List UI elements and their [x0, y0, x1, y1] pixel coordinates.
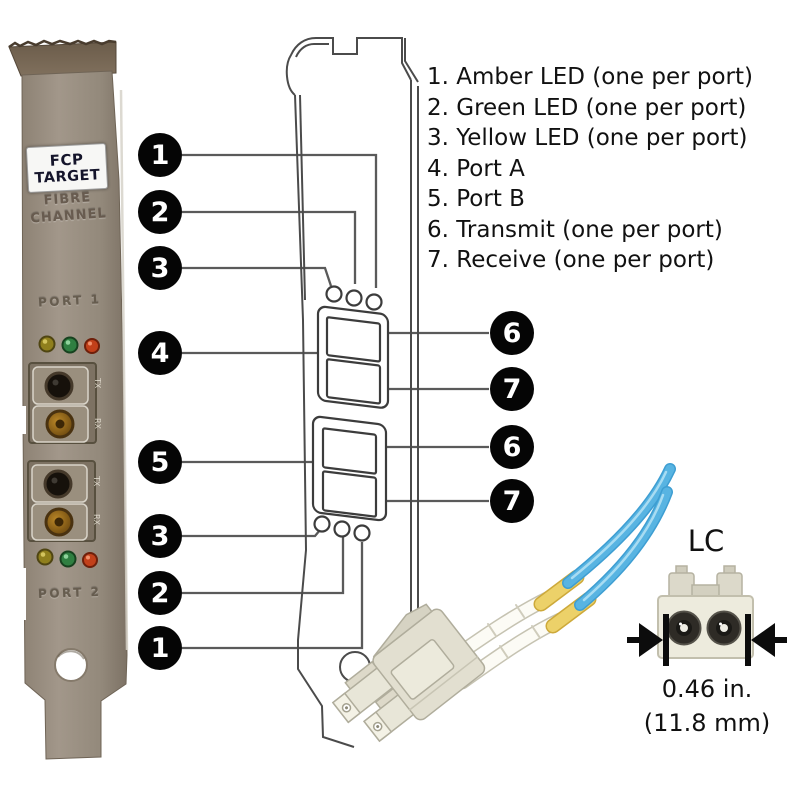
fiber-cable-illustration: [331, 463, 676, 743]
legend-item-green-led: 2. Green LED (one per port): [427, 94, 747, 121]
drawing-port-b: [311, 415, 388, 522]
cable-blue-1-highlight: [570, 470, 668, 580]
drawing-led-amber-bottom: [353, 524, 371, 542]
photo-led-amber-bottom: [36, 548, 54, 566]
callout-transmit-b: 6: [490, 425, 534, 469]
dimension-arrow-left-icon: [639, 623, 663, 657]
drawing-port-b-receive: [321, 470, 378, 518]
drawing-led-yellow-top: [325, 285, 343, 303]
bracket-photo-top-flange: [8, 41, 117, 77]
drawing-bracket-outline: [285, 37, 419, 748]
cable-blue-1: [563, 464, 675, 588]
leader-yellow-bottom: [182, 529, 321, 538]
bracket-photo-serrated-edge: [8, 39, 117, 49]
photo-port-b: TX RX: [27, 460, 101, 542]
leader-green-bottom: [182, 537, 345, 595]
drawing-port-a: [316, 305, 390, 409]
drawing-port-a-transmit: [325, 316, 382, 363]
photo-led-green-bottom: [59, 550, 77, 568]
drawing-port-b-transmit: [321, 427, 378, 475]
photo-led-red-bottom: [82, 552, 98, 568]
callout-port-b: 5: [138, 440, 182, 484]
cable-blue-2: [575, 487, 672, 610]
bracket-photo: TX RX TX RX: [8, 39, 129, 760]
drawing-led-amber-top: [365, 293, 383, 311]
callout-port-a: 4: [138, 331, 182, 375]
bracket-line-drawing: [182, 37, 489, 748]
lc-dimension-markers: [627, 614, 787, 666]
cable-plug-latch: [372, 603, 433, 658]
photo-led-red-top: [84, 338, 100, 354]
legend-item-amber-led: 1. Amber LED (one per port): [427, 64, 753, 90]
photo-port-a-rx-label: RX: [93, 418, 102, 430]
photo-led-row-bottom: [36, 548, 98, 568]
photo-port-b-tx-label: TX: [92, 475, 101, 487]
photo-port-a-tx-label: TX: [93, 377, 102, 389]
fcp-label-line2: TARGET: [34, 166, 101, 187]
photo-led-green-top: [61, 336, 79, 354]
photo-port-b-rx-label: RX: [92, 514, 101, 526]
photo-led-row-top: [38, 335, 100, 354]
callout-green-led-top: 2: [138, 190, 182, 234]
leader-amber-bottom: [182, 542, 364, 650]
lc-connector-title: LC: [687, 524, 725, 558]
photo-port-b-tx-lens: [43, 469, 73, 499]
callout-receive-a: 7: [490, 367, 534, 411]
fibre-channel-engraving: FIBRE CHANNEL: [23, 188, 113, 228]
leader-yellow-top: [182, 266, 333, 287]
photo-mounting-hole: [54, 648, 88, 682]
photo-led-green-top-glint: [65, 340, 71, 345]
photo-led-red-top-glint: [88, 341, 92, 346]
leader-green-top: [182, 210, 357, 284]
callout-amber-led-bottom: 1: [138, 626, 182, 670]
fcp-target-label: FCP TARGET: [25, 142, 109, 194]
drawing-led-yellow-bottom: [313, 515, 331, 533]
photo-led-amber-top-glint: [42, 339, 48, 344]
callout-yellow-led-bottom: 3: [138, 514, 182, 558]
dimension-bar-right: [745, 614, 751, 666]
cable-lc-plug: [331, 603, 486, 743]
lc-dimension-mm: (11.8 mm): [643, 709, 771, 737]
cable-blue-2-highlight: [582, 493, 665, 602]
drawing-port-a-receive: [325, 358, 382, 405]
drawing-led-green-bottom: [333, 520, 351, 538]
photo-port-a: TX RX: [28, 362, 102, 444]
callout-transmit-a: 6: [490, 311, 534, 355]
callout-amber-led-top: 1: [138, 133, 182, 177]
callout-green-led-bottom: 2: [138, 571, 182, 615]
photo-led-amber-top: [38, 335, 56, 353]
port-2-engraving: PORT 2: [37, 584, 102, 602]
drawing-led-green-top: [345, 289, 363, 307]
callout-yellow-led-top: 3: [138, 246, 182, 290]
legend-item-port-a: 4. Port A: [427, 155, 525, 182]
dimension-bar-left: [663, 614, 669, 666]
lc-connector-front-view: [627, 565, 787, 666]
callout-receive-b: 7: [490, 479, 534, 523]
legend-list: 1. Amber LED (one per port) 2. Green LED…: [427, 62, 753, 276]
photo-port-a-tx-lens: [44, 371, 74, 401]
dimension-arrow-right-icon: [751, 623, 775, 657]
legend-item-transmit: 6. Transmit (one per port): [427, 216, 723, 243]
fcp-label-line1: FCP: [49, 149, 84, 170]
legend-item-yellow-led: 3. Yellow LED (one per port): [427, 125, 748, 151]
bracket-photo-notch-upper: [17, 406, 26, 434]
legend-item-port-b: 5. Port B: [427, 186, 525, 212]
callout-leader-lines: [182, 153, 489, 650]
bracket-photo-edge-highlight: [119, 89, 129, 651]
legend-item-receive: 7. Receive (one per port): [427, 247, 715, 273]
drawing-led-circles: [313, 285, 383, 542]
leader-amber-top: [182, 153, 378, 288]
lc-dimension-inches: 0.46 in.: [661, 675, 753, 703]
lc-dimension-text: 0.46 in. (11.8 mm): [625, 672, 789, 740]
bracket-photo-notch-lower: [16, 568, 26, 620]
